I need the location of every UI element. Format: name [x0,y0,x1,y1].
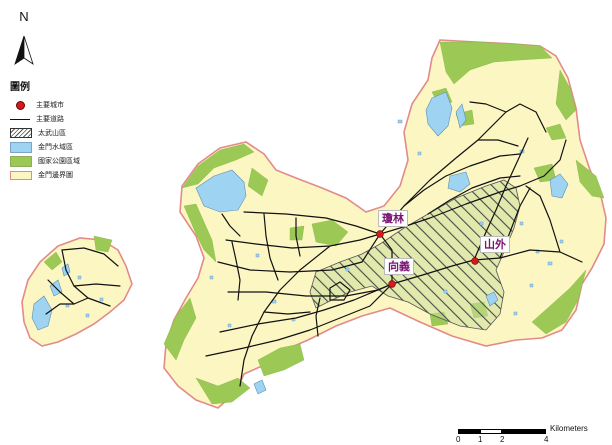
city-label-qionglin: 瓊林 [378,210,408,227]
scale-bar: Kilometers 0 1 2 4 [456,424,606,444]
north-arrow: N [12,10,36,24]
legend-item-park: 國家公園區域 [10,154,120,168]
legend-label: 國家公園區域 [38,157,80,165]
legend-label: 金門水域區 [38,143,73,151]
taiwu-mountain-area [309,179,521,331]
legend-title: 圖例 [10,82,30,93]
city-dot-xiangyi [388,280,396,288]
water-areas [31,91,569,395]
north-arrow-icon [14,35,34,65]
city-dot-shanwai [471,257,479,265]
legend-item-city: 主要城市 [10,98,120,112]
legend-item-road: 主要道路 [10,112,120,126]
scale-bar-segments [458,429,546,434]
city-markers [376,230,479,288]
boundary-fill-icon [10,170,32,180]
city-label-xiangyi: 向義 [384,258,414,275]
legend-label: 太武山區 [38,129,66,137]
scale-segment [458,429,480,434]
scale-unit: Kilometers [550,424,588,433]
road-line-icon [10,114,30,124]
scale-segment [480,429,502,434]
national-park-areas [43,41,605,405]
scale-tick: 2 [500,435,505,444]
park-fill-icon [10,155,32,167]
legend-label: 主要城市 [36,101,64,109]
scale-tick: 4 [544,435,549,444]
legend-label: 金門邊界圖 [38,171,73,179]
legend-label: 主要道路 [36,115,64,123]
map-legend: 圖例 主要城市 主要道路 太武山區 金門水域區 國家公園區域 金門邊界圖 [10,78,120,182]
legend-item-water: 金門水域區 [10,140,120,154]
scale-segment [502,429,546,434]
city-dot-qionglin [376,230,384,238]
scale-tick: 1 [478,435,483,444]
city-dot-icon [10,100,30,110]
legend-item-taiwu: 太武山區 [10,126,120,140]
water-fill-icon [10,141,32,153]
north-label: N [19,9,29,24]
scale-tick: 0 [456,435,461,444]
city-label-shanwai: 山外 [480,236,510,253]
hatch-icon [10,128,32,138]
legend-item-boundary: 金門邊界圖 [10,168,120,182]
